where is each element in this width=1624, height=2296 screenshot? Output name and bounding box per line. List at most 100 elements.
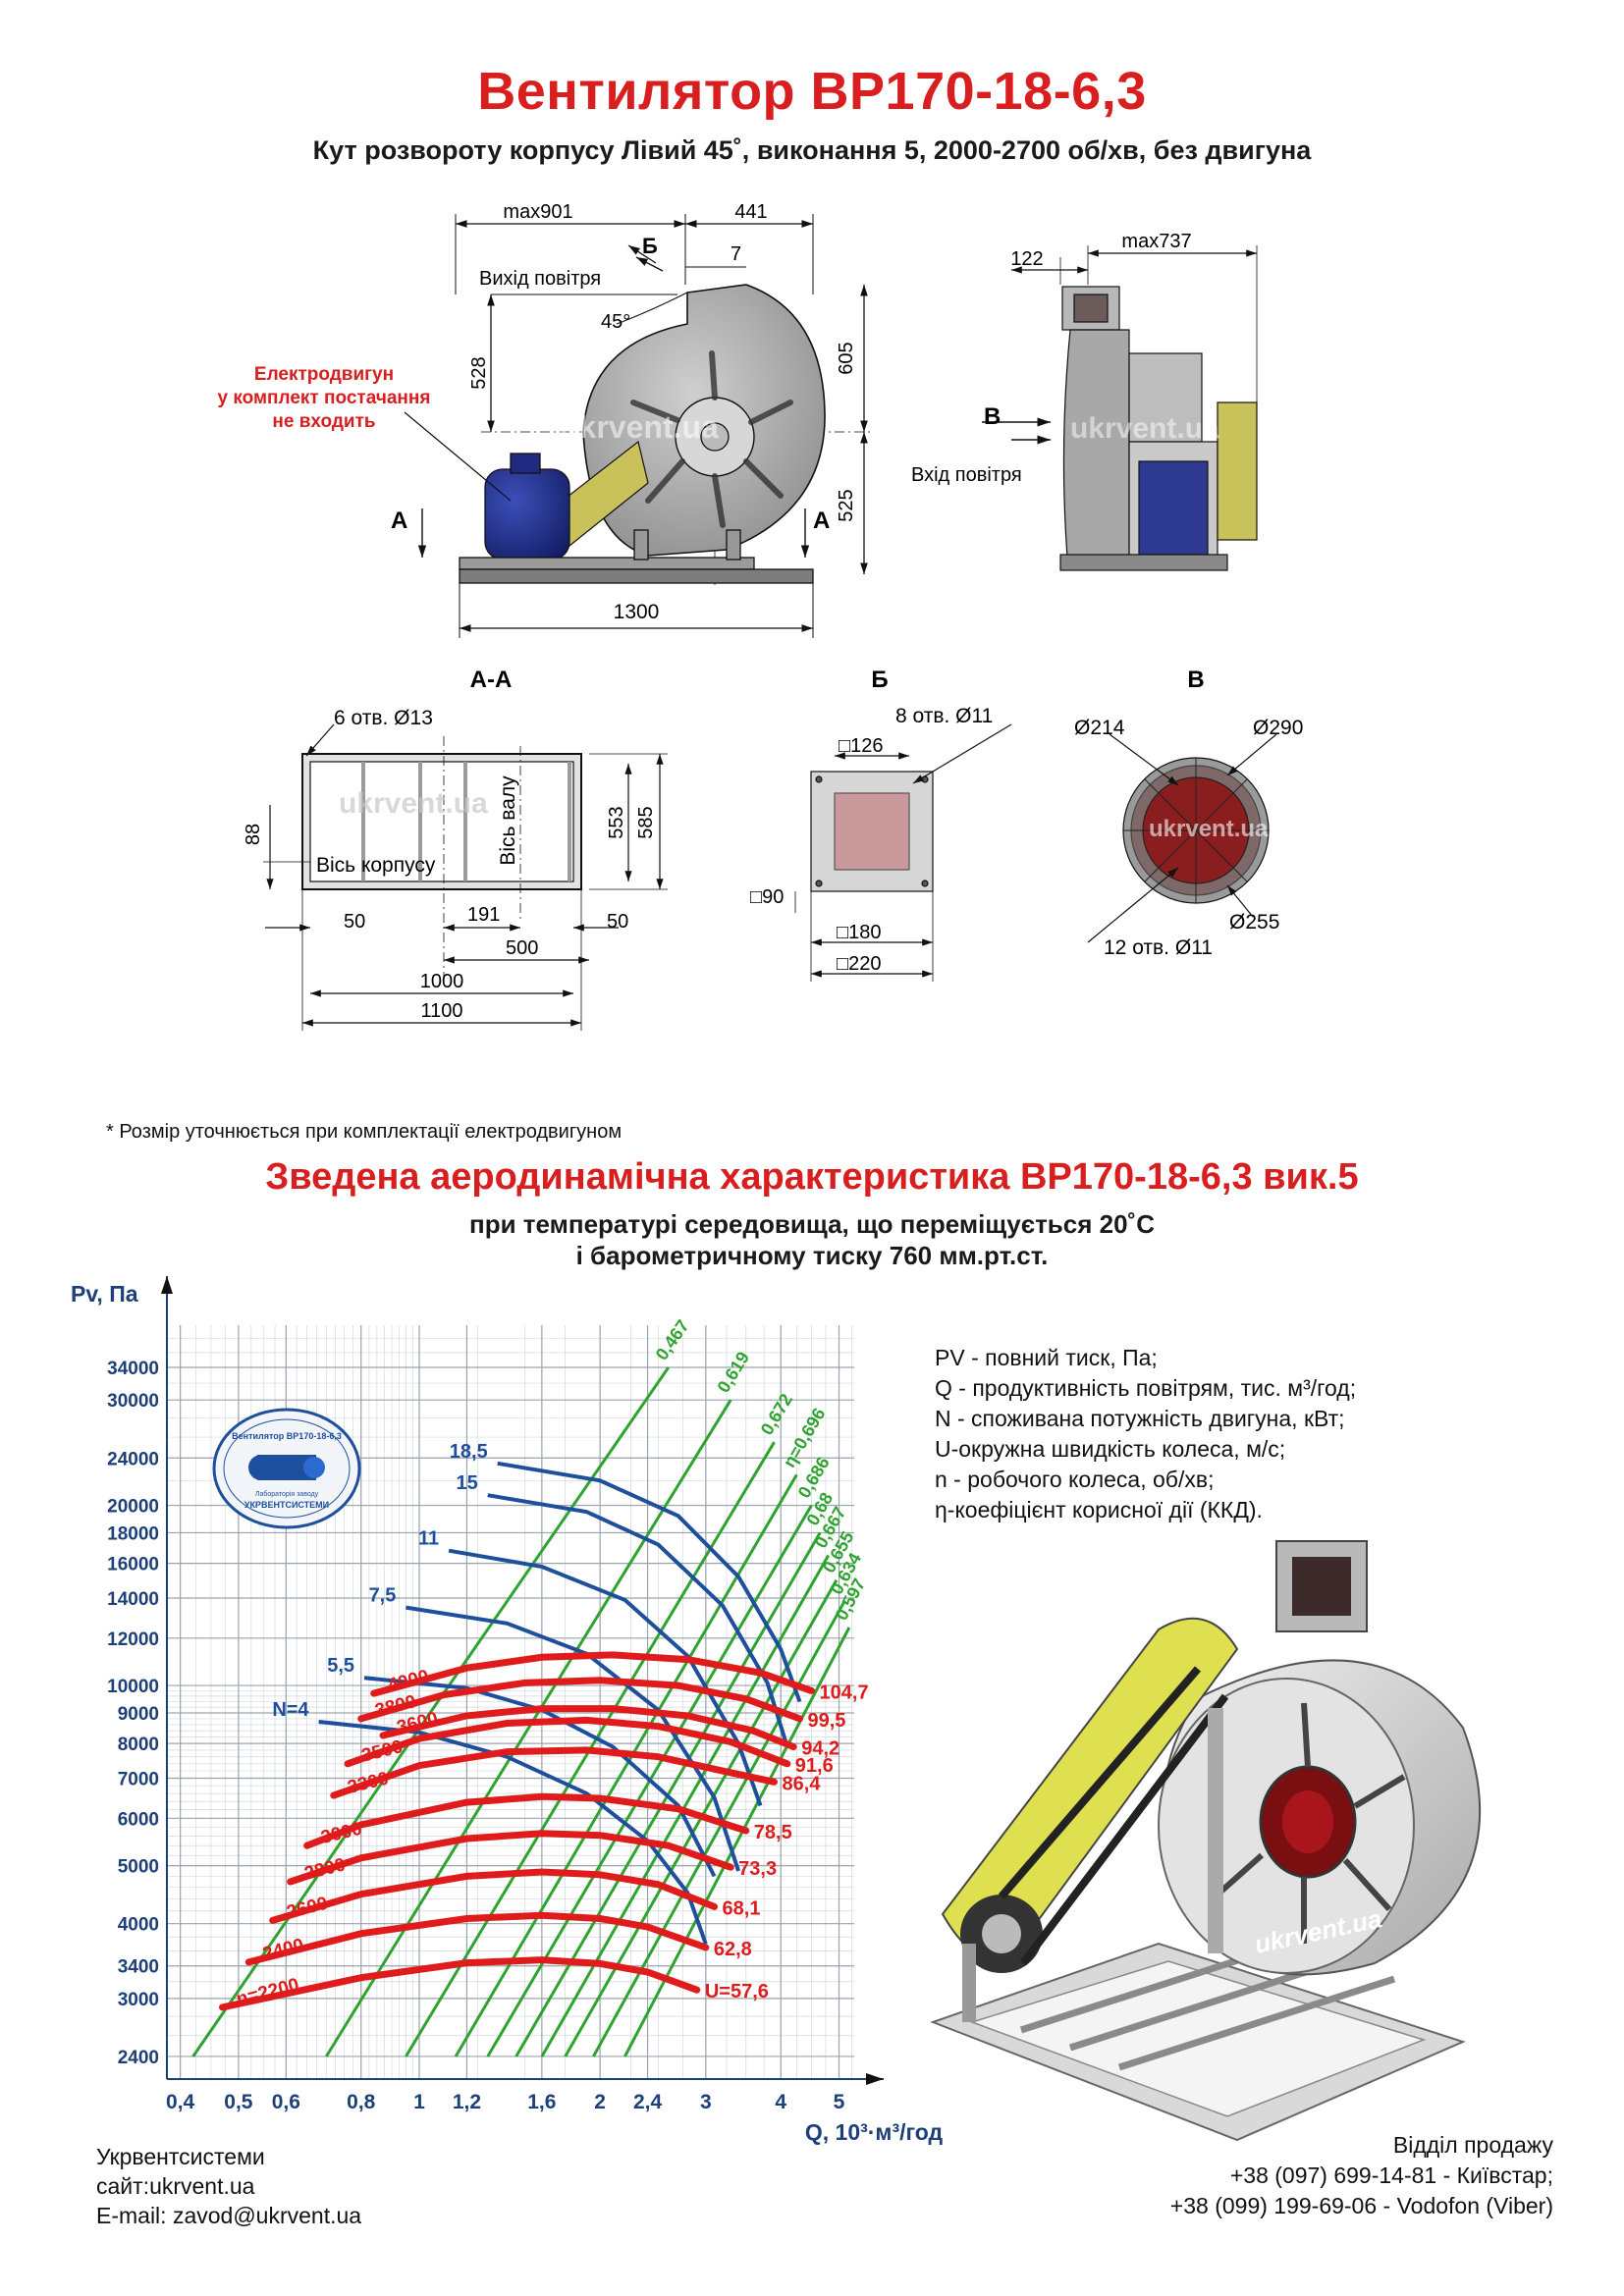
tip-speed-label: 68,1 [723,1897,761,1919]
motor-note-line2: у комплект постачання [218,388,431,408]
speed-curve [219,1956,701,2011]
x-axis-label: Q, 10³·м³/год [805,2119,944,2145]
x-tick-label: 3 [700,2091,712,2113]
inlet-label: Вхід повітря [911,464,1022,486]
y-tick-label: 3000 [118,1990,159,2010]
holes-12: 12 отв. Ø11 [1104,936,1213,959]
efficiency-label: 0,672 [757,1390,796,1438]
view-v-title: В [1187,667,1204,693]
power-label: 7,5 [369,1585,397,1607]
speed-curve [287,1830,734,1886]
dim-191: 191 [467,904,500,926]
y-tick-label: 12000 [107,1629,159,1650]
speed-curve [370,1651,815,1697]
motor-note-line1: Електродвигун [254,364,394,385]
watermark-v: ukrvent.ua [1149,816,1269,842]
dim-50-right: 50 [607,911,628,933]
dim-1300: 1300 [614,601,660,623]
power-label: 5,5 [327,1655,354,1677]
legend-eta: η-коефіцієнт корисної дії (ККД). [935,1497,1263,1522]
legend-q: Q - продуктивність повітрям, тис. м³/год… [935,1375,1357,1401]
tip-speed-label: 91,6 [795,1755,834,1777]
dim-50-left: 50 [344,911,365,933]
front-view [404,214,874,638]
x-tick-label: 2,4 [633,2091,663,2113]
watermark-front: ukrvent.ua [560,409,719,445]
y-tick-label: 18000 [107,1523,159,1544]
power-label: N=4 [272,1699,309,1721]
logo-text-top: Вентилятор ВР170-18-6,3 [232,1431,342,1441]
tip-speed-label: U=57,6 [705,1981,769,2002]
footer-site[interactable]: сайт:ukrvent.ua [96,2173,255,2199]
y-tick-label: 5000 [118,1857,159,1878]
sq-90: □90 [750,886,784,908]
footer-phone-1[interactable]: +38 (097) 699-14-81 - Київстар; [1229,2163,1553,2188]
dim-441: 441 [734,201,767,223]
x-tick-label: 1,6 [527,2091,556,2113]
power-curve [487,1493,789,1748]
sq-180: □180 [837,922,881,943]
legend-n: N - споживана потужність двигуна, кВт; [935,1406,1345,1431]
side-label-v: В [984,403,1001,430]
power-curve [497,1461,802,1703]
x-tick-label: 1 [413,2091,425,2113]
rpm-label: 3000 [319,1818,364,1848]
y-tick-label: 8000 [118,1735,159,1755]
legend-pv: PV - повний тиск, Па; [935,1345,1158,1370]
dim-553: 553 [606,806,627,838]
label-b-arrow: Б [642,234,658,258]
page-subtitle: Кут розвороту корпусу Лівий 45˚, виконан… [312,135,1312,165]
footer-email[interactable]: E-mail: zavod@ukrvent.ua [96,2203,362,2228]
y-axis-label: Pv, Па [71,1281,138,1307]
efficiency-line [540,1554,831,2057]
tip-speed-label: 62,8 [714,1939,752,1960]
technical-drawings: max901 441 7 Б Вихід повітря 45° 528 605… [218,201,1303,1031]
tip-speed-label: 86,4 [783,1773,822,1794]
efficiency-label: 0,619 [714,1348,754,1396]
logo-text-mid: Лабораторія заводу [255,1490,319,1498]
y-tick-label: 34000 [107,1359,159,1379]
dim-1100: 1100 [420,1000,462,1022]
dim-88: 88 [243,824,264,845]
legend-u: U-окружна швидкість колеса, м/с; [935,1436,1286,1462]
lab-logo: Вентилятор ВР170-18-6,3 Лабораторія заво… [212,1408,361,1529]
tip-speed-label: 78,5 [754,1822,792,1843]
y-tick-label: 9000 [118,1704,159,1725]
dim-585: 585 [635,806,657,838]
d290: Ø290 [1253,717,1303,739]
dim-7: 7 [731,243,741,265]
logo-text-bottom: УКРВЕНТСИСТЕМИ [244,1500,329,1510]
view-b-title: Б [871,667,888,693]
view-aa-title: А-А [470,667,513,693]
power-label: 11 [418,1528,439,1550]
page-title: Вентилятор ВР170-18-6,3 [477,62,1147,121]
watermark-aa: ukrvent.ua [339,787,488,820]
tip-speed-label: 94,2 [801,1737,839,1759]
x-tick-label: 0,5 [224,2091,253,2113]
y-tick-label: 6000 [118,1809,159,1830]
chart-section-subtitle-1: при температурі середовища, що переміщує… [469,1209,1155,1239]
x-tick-label: 1,2 [453,2091,481,2113]
d255: Ø255 [1229,911,1279,934]
speed-curve [303,1792,750,1849]
legend-rpm: n - робочого колеса, об/хв; [935,1467,1215,1492]
rpm-label: 2800 [302,1854,348,1885]
efficiency-label: 0,467 [652,1316,693,1363]
watermark-side: ukrvent.ua [1070,412,1219,445]
tip-speed-label: 73,3 [738,1858,777,1880]
dim-1000: 1000 [420,971,464,992]
dim-528: 528 [468,356,490,389]
rpm-label: 2400 [260,1935,305,1965]
tip-speed-label: 104,7 [820,1682,869,1703]
section-a-left: А [391,507,407,534]
footer-company: Укрвентсистеми [96,2144,265,2169]
y-tick-label: 30000 [107,1391,159,1412]
footer-phone-2[interactable]: +38 (099) 199-69-06 - Vodofon (Viber) [1169,2193,1553,2218]
holes-11: 8 отв. Ø11 [895,705,993,727]
fan-3d-illustration: ukrvent.ua [930,1540,1482,2142]
holes-13: 6 отв. Ø13 [334,707,433,729]
axis-shaft: Вісь валу [497,775,519,866]
efficiency-line [623,1627,851,2057]
